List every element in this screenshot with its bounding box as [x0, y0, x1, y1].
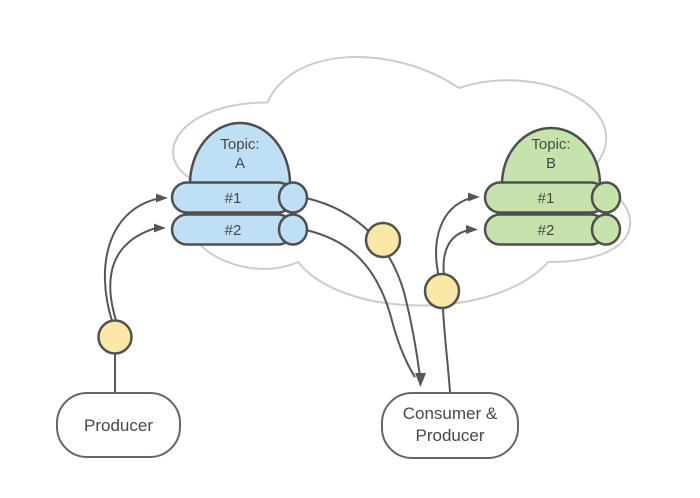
consumer-producer-label-line1: Consumer & [403, 404, 498, 423]
connectors [104, 192, 480, 394]
arrowhead-topic-b-p1 [468, 192, 480, 202]
topic-b-title-line1: Topic: [531, 136, 570, 153]
topic-a-partition-2-label: #2 [225, 222, 242, 239]
topic-b-partition-2-cap [590, 213, 622, 246]
topic-b-partition-2-label: #2 [538, 222, 555, 239]
consumer-producer-node: Consumer & Producer [381, 392, 519, 459]
topic-b-dome [500, 126, 602, 186]
message-dot-producer2 [423, 272, 461, 310]
consumer-producer-box [381, 392, 519, 459]
arrow-producer-to-topic-a-p1 [104, 197, 158, 322]
arrow-consumer-producer-stem [442, 308, 451, 393]
topic-a-title-line1: Topic: [220, 136, 259, 153]
producer-label: Producer [84, 416, 153, 435]
arrow-producer2-to-topic-b-p1 [435, 197, 470, 276]
arrow-topic-a-p2-to-consumer [305, 229, 416, 378]
arrow-producer-to-topic-a-p2 [109, 227, 156, 323]
topic-a-node: Topic: A #1 #2 [170, 121, 309, 246]
message-dots [97, 221, 461, 355]
arrowhead-topic-b-p2 [466, 225, 478, 234]
arrowhead-topic-a-p1 [156, 193, 168, 203]
topic-b-title-line2: B [546, 155, 556, 172]
producer-box [56, 392, 181, 458]
consumer-producer-label-line2: Producer [416, 426, 485, 445]
message-dot-producer [97, 319, 133, 355]
message-dot-topic-a-out [364, 221, 402, 259]
topic-a-partition-1-cap [277, 181, 309, 214]
topic-a-title-line2: A [235, 155, 245, 172]
topic-a-partition-1-label: #1 [225, 190, 242, 207]
topic-a-partition-2-cap [277, 213, 309, 246]
arrowhead-consumer [415, 373, 426, 387]
arrowhead-topic-a-p2 [154, 223, 166, 233]
producer-node: Producer [56, 392, 181, 458]
topic-a-dome [188, 121, 292, 186]
topic-b-node: Topic: B #1 #2 [483, 126, 622, 246]
topic-b-partition-1-cap [590, 181, 622, 214]
topic-b-partition-1-label: #1 [538, 190, 555, 207]
arrow-producer2-to-topic-b-p2 [442, 229, 468, 276]
arrow-topic-a-p1-to-consumer [305, 197, 421, 376]
